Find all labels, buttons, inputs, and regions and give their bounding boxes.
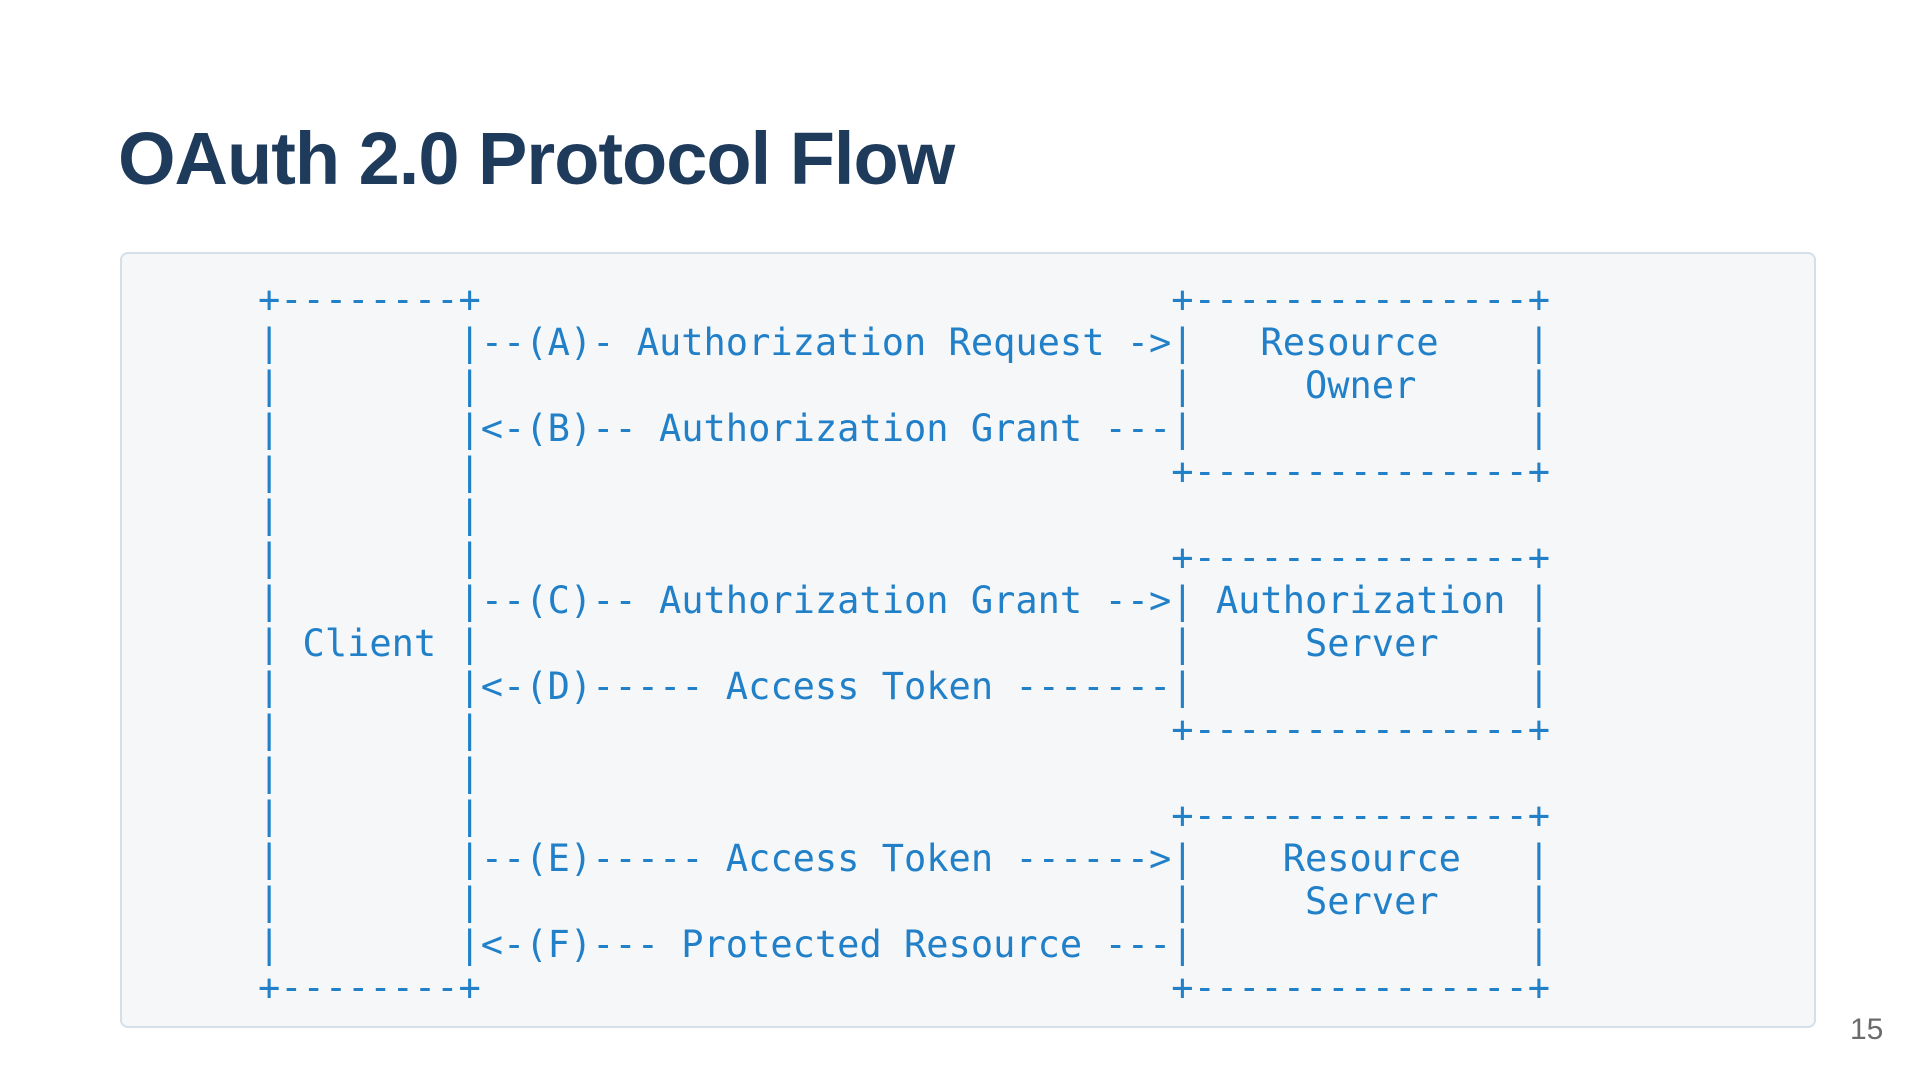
diagram-line: | | +---------------+ (258, 708, 1551, 751)
diagram-line: | | +---------------+ (258, 450, 1551, 493)
diagram-line: | | (258, 751, 481, 794)
diagram-line: | |--(E)----- Access Token ------>| Reso… (258, 837, 1551, 880)
diagram-line: | Client | | Server | (258, 622, 1551, 665)
oauth-flow-ascii-diagram: +--------+ +---------------+| |--(A)- Au… (258, 278, 1550, 1009)
diagram-line: +--------+ +---------------+ (258, 966, 1551, 1009)
diagram-line: | |--(A)- Authorization Request ->| Reso… (258, 321, 1551, 364)
diagram-line: | | +---------------+ (258, 794, 1551, 837)
diagram-line: | | +---------------+ (258, 536, 1551, 579)
diagram-line: | |<-(F)--- Protected Resource ---| | (258, 923, 1551, 966)
diagram-line: | |<-(D)----- Access Token -------| | (258, 665, 1551, 708)
page-number: 15 (1850, 1013, 1884, 1046)
diagram-line: +--------+ +---------------+ (258, 278, 1551, 321)
code-block: +--------+ +---------------+| |--(A)- Au… (120, 252, 1816, 1028)
diagram-line: | | | Owner | (258, 364, 1551, 407)
diagram-line: | | (258, 493, 481, 536)
slide-title: OAuth 2.0 Protocol Flow (118, 117, 955, 200)
diagram-line: | |--(C)-- Authorization Grant -->| Auth… (258, 579, 1551, 622)
diagram-line: | | | Server | (258, 880, 1551, 923)
diagram-line: | |<-(B)-- Authorization Grant ---| | (258, 407, 1551, 450)
